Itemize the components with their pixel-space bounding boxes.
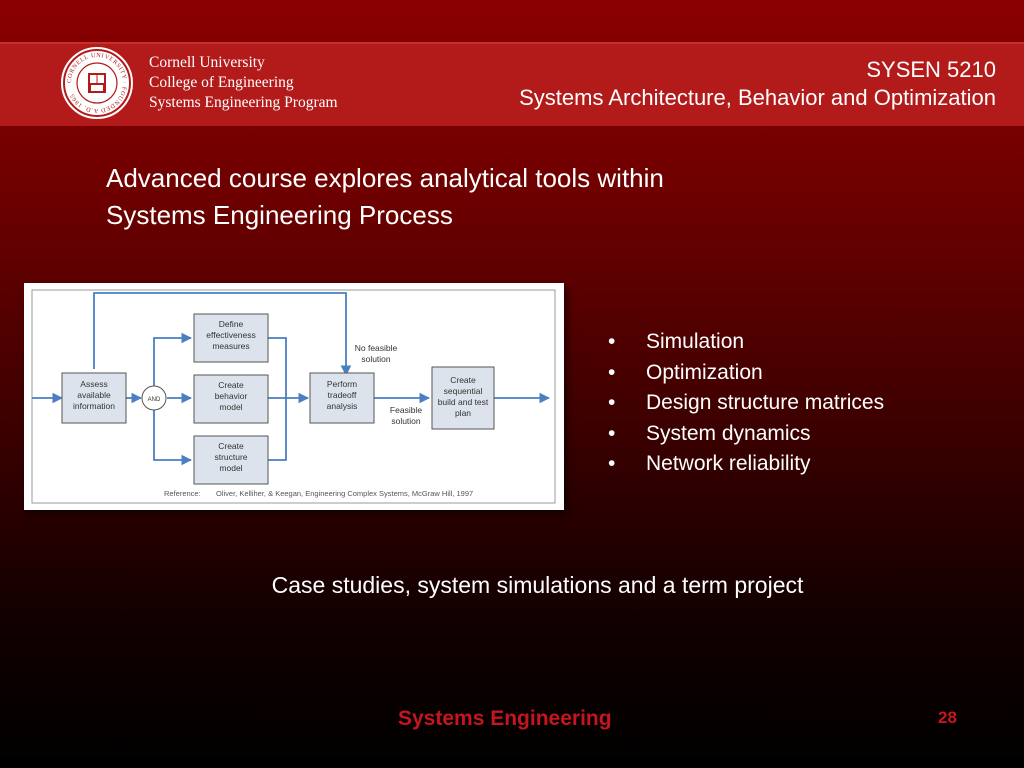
bullet-item: Network reliability <box>606 449 884 480</box>
reference-text: Oliver, Kelliher, & Keegan, Engineering … <box>216 489 473 498</box>
structure-line-1: Create <box>218 441 244 451</box>
headline-line-1: Advanced course explores analytical tool… <box>106 163 664 193</box>
bullet-item: Design structure matrices <box>606 388 884 419</box>
footer-label: Systems Engineering <box>398 707 612 730</box>
define-line-1: Define <box>219 319 244 329</box>
structure-line-2: structure <box>214 452 247 462</box>
tradeoff-line-2: tradeoff <box>328 390 357 400</box>
headline-line-2: Systems Engineering Process <box>106 200 453 230</box>
no-feasible-line-2: solution <box>361 354 391 364</box>
bullet-item: System dynamics <box>606 419 884 450</box>
page-number: 28 <box>938 708 957 727</box>
org-name: Cornell University College of Engineerin… <box>149 53 338 113</box>
build-line-2: sequential <box>444 386 483 396</box>
course-title-block: SYSEN 5210 Systems Architecture, Behavio… <box>519 56 996 112</box>
assess-line-2: available <box>77 390 111 400</box>
cornell-seal-logo: CORNELL UNIVERSITY · FOUNDED A.D. 1865 <box>58 44 136 122</box>
reference-label: Reference: <box>164 489 201 498</box>
define-line-2: effectiveness <box>206 330 255 340</box>
slide-headline: Advanced course explores analytical tool… <box>106 160 664 234</box>
build-line-1: Create <box>450 375 476 385</box>
behavior-line-1: Create <box>218 380 244 390</box>
tradeoff-line-3: analysis <box>327 401 358 411</box>
feasible-line-2: solution <box>391 416 421 426</box>
org-program: Systems Engineering Program <box>149 94 338 111</box>
tradeoff-line-1: Perform <box>327 379 357 389</box>
course-code: SYSEN 5210 <box>866 57 996 82</box>
feasible-line-1: Feasible <box>390 405 422 415</box>
org-university: Cornell University <box>149 54 265 71</box>
no-feasible-line-1: No feasible <box>355 343 398 353</box>
assess-line-3: information <box>73 401 115 411</box>
build-line-3: build and test <box>438 397 489 407</box>
structure-line-3: model <box>219 463 242 473</box>
assess-line-1: Assess <box>80 379 107 389</box>
header-bar: CORNELL UNIVERSITY · FOUNDED A.D. 1865 C… <box>0 42 1024 126</box>
and-node-label: AND <box>148 397 161 403</box>
case-studies-text: Case studies, system simulations and a t… <box>271 572 804 598</box>
define-line-3: measures <box>212 341 249 351</box>
behavior-line-2: behavior <box>215 391 248 401</box>
behavior-line-3: model <box>219 402 242 412</box>
org-college: College of Engineering <box>149 74 294 91</box>
course-title: Systems Architecture, Behavior and Optim… <box>519 85 996 110</box>
bullet-item: Optimization <box>606 358 884 389</box>
bullet-item: Simulation <box>606 327 884 358</box>
process-diagram: AND Assess available information Define … <box>24 283 564 510</box>
build-line-4: plan <box>455 408 471 418</box>
tools-bullet-list: Simulation Optimization Design structure… <box>606 327 884 480</box>
